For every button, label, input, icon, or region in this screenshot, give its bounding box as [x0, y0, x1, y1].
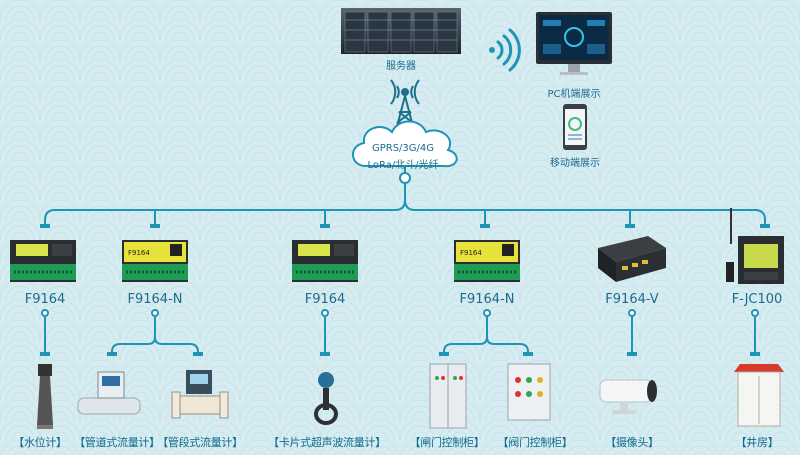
rtu-device-image-3 — [292, 240, 358, 282]
device-model-label: F9164-N — [459, 292, 515, 307]
well-house-image — [734, 364, 784, 427]
connection-lines — [41, 166, 766, 353]
device-model-label: F9164 — [24, 292, 66, 307]
rtu-device-image-2: F9164 — [122, 240, 188, 282]
rtu-device-image-4: F9164 — [454, 240, 520, 282]
sensor-label: 【阀门控制柜】 — [497, 436, 573, 449]
pipe-flowmeter-image — [77, 371, 141, 415]
valve-control-cabinet-image — [507, 363, 551, 421]
connector-caps — [40, 224, 770, 356]
water-level-gauge-image — [37, 364, 53, 429]
sensor-label: 【井房】 — [735, 436, 779, 449]
device-model-label: F9164 — [304, 292, 346, 307]
camera-image — [599, 379, 657, 414]
wireless-signal-icon — [489, 28, 521, 72]
device-model-label: F9164-N — [127, 292, 183, 307]
ultrasonic-flowmeter-image — [314, 372, 338, 425]
pc-monitor-icon — [536, 12, 612, 75]
device-model-label: F9164-V — [605, 292, 659, 307]
server-rack-image — [341, 8, 461, 54]
device-model-label: F-JC100 — [731, 292, 783, 307]
svg-text:F9164: F9164 — [460, 249, 482, 257]
sensor-label: 【水位计】 — [13, 436, 67, 449]
control-box-device-image — [726, 208, 784, 284]
server-label: 服务器 — [386, 61, 416, 72]
sensor-label: 【卡片式超声波流量计】 — [268, 436, 386, 449]
sensor-label: 【闸门控制柜】 — [409, 436, 485, 449]
mobile-phone-icon — [563, 104, 587, 150]
sensor-label: 【管道式流量计】 — [74, 436, 160, 449]
gate-control-cabinet-image — [429, 363, 467, 429]
sensor-label: 【管段式流量计】 — [157, 436, 243, 449]
svg-text:F9164: F9164 — [128, 249, 150, 257]
pc-display-label: PC机端展示 — [547, 89, 601, 100]
video-recorder-device-image — [598, 236, 666, 282]
network-cloud-icon — [352, 120, 458, 168]
sensor-label: 【摄像头】 — [605, 436, 659, 449]
segment-flowmeter-image — [171, 370, 229, 419]
mobile-display-label: 移动端展示 — [550, 158, 600, 169]
network-types-line1: GPRS/3G/4G — [371, 143, 435, 154]
network-types-line2: LoRa/北斗/光纤 — [367, 160, 439, 171]
rtu-device-image-1 — [10, 240, 76, 282]
